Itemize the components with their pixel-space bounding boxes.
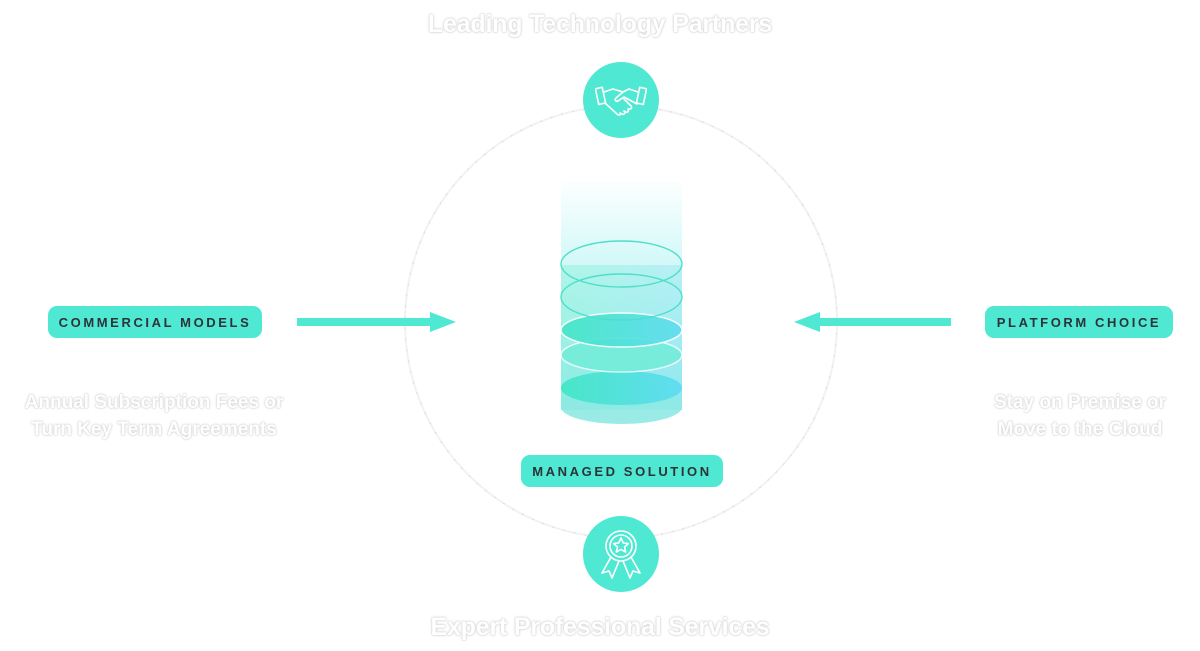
award-ribbon-icon bbox=[601, 530, 641, 579]
commercial-models-description: Annual Subscription Fees or Turn Key Ter… bbox=[0, 389, 308, 443]
data-stack-layers bbox=[560, 240, 683, 405]
professional-services-badge bbox=[583, 516, 659, 592]
description-line: Move to the Cloud bbox=[997, 419, 1163, 440]
description-line: Turn Key Term Agreements bbox=[31, 419, 277, 440]
commercial-models-badge: COMMERCIAL MODELS bbox=[48, 306, 262, 338]
platform-choice-description: Stay on Premise or Move to the Cloud bbox=[960, 389, 1200, 443]
description-line: Annual Subscription Fees or bbox=[24, 392, 284, 413]
arrow-platform-to-center bbox=[794, 312, 951, 332]
heading-technology-partners: Leading Technology Partners bbox=[427, 10, 773, 38]
description-line: Stay on Premise or bbox=[993, 392, 1167, 413]
heading-professional-services: Expert Professional Services bbox=[430, 613, 770, 641]
platform-choice-badge: PLATFORM CHOICE bbox=[985, 306, 1173, 338]
stack-layer bbox=[560, 312, 683, 348]
handshake-icon bbox=[595, 86, 647, 116]
arrow-commercial-to-center bbox=[297, 312, 456, 332]
technology-partners-badge bbox=[583, 62, 659, 138]
stack-layer bbox=[560, 240, 683, 288]
managed-solution-badge: MANAGED SOLUTION bbox=[521, 455, 723, 487]
stack-layer bbox=[561, 371, 682, 405]
stack-layer bbox=[560, 273, 683, 321]
